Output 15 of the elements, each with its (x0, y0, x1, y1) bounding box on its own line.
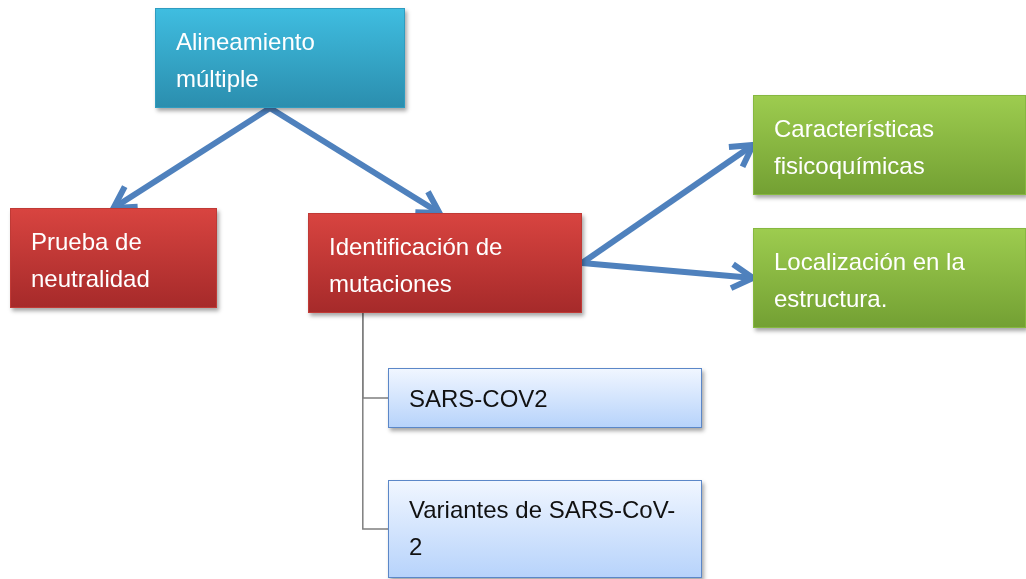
box-label: Prueba de neutralidad (31, 227, 151, 294)
box-label: Alineamiento múltiple (176, 27, 316, 94)
process-box (753, 228, 1026, 328)
process-box (388, 480, 702, 578)
process-box (388, 368, 702, 428)
box-label: SARS-COV2 (409, 384, 549, 414)
process-box (10, 208, 217, 308)
process-box (753, 95, 1026, 195)
process-box (308, 213, 582, 313)
box-label: Identificación de mutaciones (329, 232, 504, 299)
box-label: Localización en la estructura. (774, 247, 966, 314)
connector-line (362, 312, 389, 530)
box-label: Características fisicoquímicas (774, 114, 936, 181)
box-label: Variantes de SARS-CoV-2 (409, 495, 677, 562)
process-box (155, 8, 405, 108)
